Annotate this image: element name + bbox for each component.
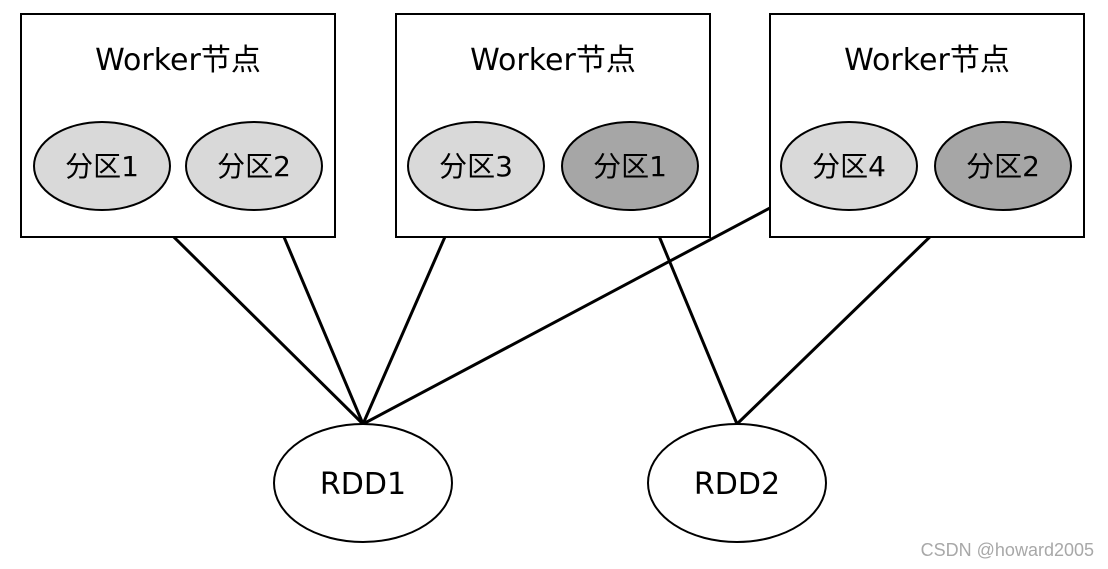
partition-w1-p0 bbox=[407, 121, 545, 211]
edge-rdd1-to-worker-1-partition-0 bbox=[361, 207, 459, 425]
edge-rdd1-to-worker-0-partition-1 bbox=[270, 207, 365, 425]
worker-node-1: Worker节点 分区3 分区1 bbox=[395, 13, 711, 238]
rdd-ellipse-1 bbox=[273, 423, 453, 543]
rdd-label-2: RDD2 bbox=[694, 467, 780, 502]
edge-rdd1-to-worker-2-partition-0 bbox=[362, 192, 798, 426]
edge-rdd2-to-worker-1-partition-1 bbox=[646, 207, 739, 425]
partition-w0-p1 bbox=[185, 121, 323, 211]
worker-title-0: Worker节点 bbox=[95, 43, 261, 78]
watermark: CSDN @howard2005 bbox=[920, 540, 1094, 560]
partition-w0-p1-label: 分区2 bbox=[217, 150, 291, 183]
partition-w2-p1 bbox=[934, 121, 1072, 211]
edge-rdd1-to-worker-0-partition-0 bbox=[138, 201, 365, 426]
partition-w2-p1-label: 分区2 bbox=[966, 150, 1040, 183]
worker-node-2: Worker节点 分区4 分区2 bbox=[769, 13, 1085, 238]
rdd-label-1: RDD1 bbox=[320, 467, 406, 502]
partition-w1-p1-label: 分区1 bbox=[593, 150, 667, 183]
worker-node-0: Worker节点 分区1 分区2 bbox=[20, 13, 336, 238]
partition-w0-p0 bbox=[33, 121, 171, 211]
partition-w1-p1 bbox=[561, 121, 699, 211]
partition-w1-p0-label: 分区3 bbox=[439, 150, 513, 183]
edges-layer bbox=[138, 192, 967, 426]
partition-w2-p0 bbox=[780, 121, 918, 211]
edge-rdd2-to-worker-2-partition-1 bbox=[735, 201, 967, 426]
partition-w0-p0-label: 分区1 bbox=[65, 150, 139, 183]
rdd-ellipse-2 bbox=[647, 423, 827, 543]
rdd-node-2: RDD2 bbox=[647, 423, 827, 543]
rdd-node-1: RDD1 bbox=[273, 423, 453, 543]
worker-title-1: Worker节点 bbox=[470, 43, 636, 78]
worker-title-2: Worker节点 bbox=[844, 43, 1010, 78]
partition-w2-p0-label: 分区4 bbox=[812, 150, 886, 183]
